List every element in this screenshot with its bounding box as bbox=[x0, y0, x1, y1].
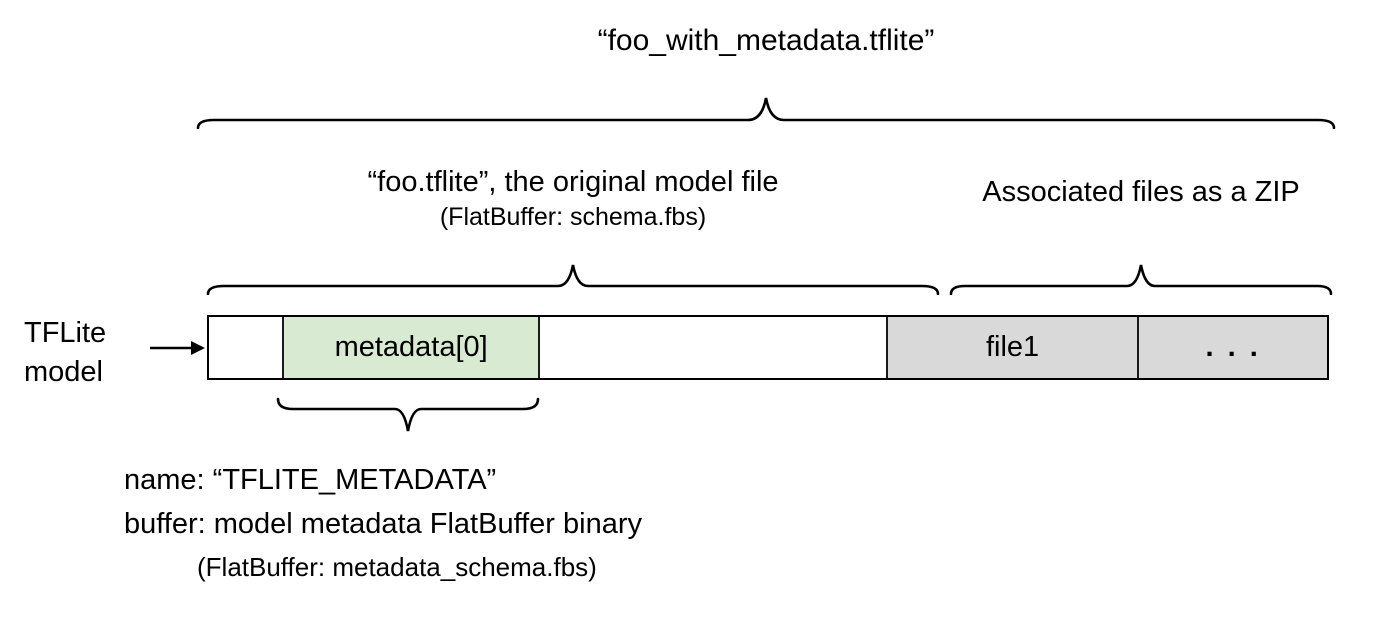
bar-cell-more-files: . . . bbox=[1137, 317, 1327, 378]
zip-section-title: Associated files as a ZIP bbox=[982, 176, 1300, 208]
metadata-annotation: name: “TFLITE_METADATA” buffer: model me… bbox=[124, 458, 642, 588]
metadata-name-line: name: “TFLITE_METADATA” bbox=[124, 464, 497, 496]
bar-cell-model-header bbox=[209, 317, 282, 378]
pointer-arrow-icon bbox=[150, 341, 205, 355]
file-title: “foo_with_metadata.tflite” bbox=[597, 24, 935, 57]
metadata-buffer-line: buffer: model metadata FlatBuffer binary bbox=[124, 508, 642, 540]
tflite-model-label: TFLite model bbox=[24, 314, 106, 392]
model-section-subtitle: (FlatBuffer: schema.fbs) bbox=[439, 203, 707, 231]
bar-cell-file1: file1 bbox=[885, 317, 1138, 378]
metadata-schema-line: (FlatBuffer: metadata_schema.fbs) bbox=[197, 552, 597, 582]
whole-file-brace bbox=[196, 97, 1336, 129]
model-section-brace bbox=[206, 264, 940, 295]
zip-section-brace bbox=[949, 264, 1333, 295]
tflite-model-label-line1: TFLite bbox=[24, 317, 107, 349]
model-section-title: “foo.tflite”, the original model file bbox=[367, 166, 779, 198]
tflite-model-label-line2: model bbox=[24, 356, 103, 388]
bar-cell-model-body bbox=[538, 317, 885, 378]
tflite-model-bar: metadata[0] file1 . . . bbox=[207, 315, 1329, 380]
bar-cell-metadata: metadata[0] bbox=[281, 317, 539, 378]
metadata-brace bbox=[276, 397, 540, 432]
